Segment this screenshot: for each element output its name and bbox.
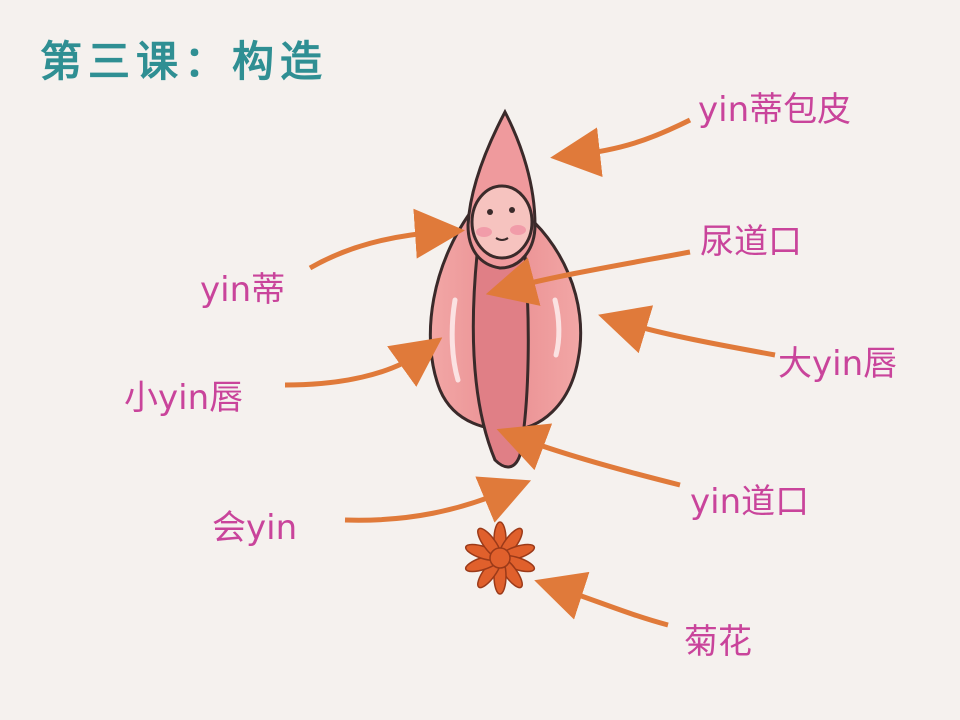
label-prepuce: yin蒂包皮 bbox=[698, 90, 852, 130]
label-anus: 菊花 bbox=[684, 622, 752, 662]
eye-left bbox=[487, 209, 493, 215]
highlight-right bbox=[552, 297, 562, 358]
labia-minora-shape bbox=[471, 243, 530, 469]
arrow-perineum bbox=[344, 476, 532, 523]
label-vaginal-opening: yin道口 bbox=[690, 482, 810, 522]
label-clitoris: yin蒂 bbox=[200, 270, 286, 310]
arrow-prepuce bbox=[550, 117, 692, 178]
arrow-clitoris bbox=[308, 208, 465, 271]
arrow-anus bbox=[534, 571, 669, 628]
eye-right bbox=[509, 207, 515, 213]
arrow-vaginal-opening bbox=[496, 423, 681, 488]
mouth bbox=[495, 237, 509, 241]
label-labia-majora: 大yin唇 bbox=[778, 344, 898, 384]
blush-right bbox=[510, 225, 526, 235]
label-perineum: 会yin bbox=[212, 508, 298, 548]
label-urethra: 尿道口 bbox=[700, 222, 802, 262]
flower-icon bbox=[464, 521, 536, 595]
page-title: 第三课：构造 bbox=[40, 37, 329, 86]
label-labia-minora: 小yin唇 bbox=[124, 378, 244, 418]
highlight-left bbox=[449, 297, 461, 383]
clitoris-head bbox=[470, 184, 534, 260]
arrow-labia-majora bbox=[598, 305, 776, 358]
arrow-urethra bbox=[485, 249, 691, 306]
blush-left bbox=[476, 227, 492, 237]
arrow-labia-minora bbox=[284, 337, 443, 388]
